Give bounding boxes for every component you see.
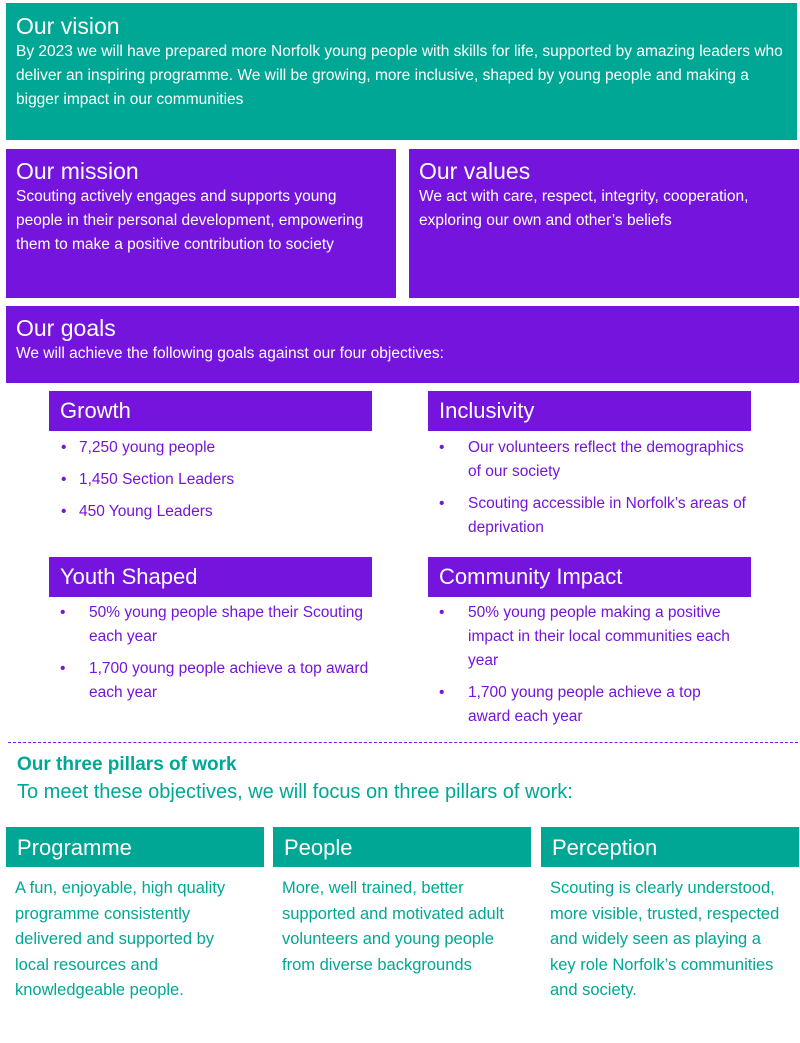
values-panel: Our values We act with care, respect, in… [409, 149, 799, 298]
pillar-perception-text: Scouting is clearly understood, more vis… [550, 879, 780, 999]
list-item: 1,700 young people achieve a top award e… [49, 657, 369, 705]
objective-inclusivity-header: Inclusivity [428, 391, 751, 431]
pillar-people-text: More, well trained, better supported and… [282, 879, 504, 974]
pillar-people-header: People [273, 827, 531, 867]
objective-growth-header: Growth [49, 391, 372, 431]
values-text: We act with care, respect, integrity, co… [419, 188, 749, 229]
list-item: 450 Young Leaders [49, 500, 379, 524]
objective-community-impact-list: 50% young people making a positive impac… [428, 601, 738, 737]
objective-community-impact-header: Community Impact [428, 557, 751, 597]
mission-panel: Our mission Scouting actively engages an… [6, 149, 396, 298]
vision-title: Our vision [16, 13, 120, 39]
list-item: 50% young people shape their Scouting ea… [49, 601, 369, 649]
list-item: Our volunteers reflect the demographics … [428, 436, 758, 484]
goals-text: We will achieve the following goals agai… [16, 345, 444, 362]
list-item: 50% young people making a positive impac… [428, 601, 738, 673]
goals-panel: Our goals We will achieve the following … [6, 306, 799, 383]
goals-title: Our goals [16, 315, 116, 341]
vision-text: By 2023 we will have prepared more Norfo… [16, 43, 783, 108]
objective-youth-shaped-list: 50% young people shape their Scouting ea… [49, 601, 369, 713]
mission-text: Scouting actively engages and supports y… [16, 188, 364, 253]
objective-inclusivity-list: Our volunteers reflect the demographics … [428, 436, 758, 548]
values-title: Our values [419, 158, 531, 184]
section-divider [8, 742, 798, 743]
vision-panel: Our vision By 2023 we will have prepared… [6, 3, 797, 140]
list-item: Scouting accessible in Norfolk’s areas o… [428, 492, 758, 540]
objective-growth-list: 7,250 young people 1,450 Section Leaders… [49, 436, 379, 532]
objective-youth-shaped-header: Youth Shaped [49, 557, 372, 597]
pillar-perception-header: Perception [541, 827, 799, 867]
pillars-title: Our three pillars of work [17, 754, 237, 775]
pillar-programme-header: Programme [6, 827, 264, 867]
pillars-subtitle: To meet these objectives, we will focus … [17, 781, 573, 803]
pillar-programme-text: A fun, enjoyable, high quality programme… [15, 879, 226, 999]
list-item: 7,250 young people [49, 436, 379, 460]
list-item: 1,450 Section Leaders [49, 468, 379, 492]
list-item: 1,700 young people achieve a top award e… [428, 681, 738, 729]
mission-title: Our mission [16, 158, 139, 184]
